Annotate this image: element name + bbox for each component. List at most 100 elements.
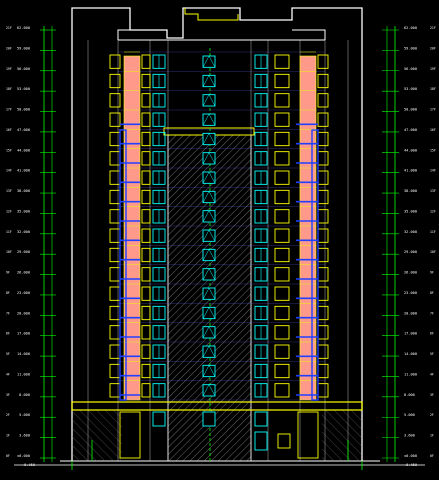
right-window-inner	[274, 247, 290, 263]
podium-cornice	[71, 401, 363, 411]
right-floor-number: 10F	[430, 250, 436, 254]
right-floor-number: 8F	[430, 291, 434, 295]
core-window-diag	[208, 171, 216, 184]
core-window	[202, 364, 216, 378]
left-level-label: 47.000	[17, 128, 30, 132]
right-window-outer	[317, 209, 329, 224]
left-level-label: 44.000	[17, 148, 30, 152]
left-floor-number: 15F	[6, 148, 12, 152]
right-floor-number: 12F	[430, 209, 436, 213]
core-window-diag	[202, 133, 210, 145]
right-level-label: 32.000	[404, 230, 417, 234]
left-floor-number: 1F	[6, 434, 10, 438]
right-level-label: 50.000	[404, 108, 417, 112]
right-window-outer	[317, 73, 329, 89]
core-window-diag	[202, 55, 210, 68]
core-window-diag	[202, 229, 210, 242]
left-window-outer	[109, 363, 121, 379]
left-floor-number: 12F	[6, 209, 12, 213]
right-window-outer	[317, 363, 329, 379]
left-floor-number: 0F	[6, 454, 10, 458]
left-window-outer	[109, 93, 121, 108]
building-facade	[14, 7, 425, 470]
right-window-inner	[274, 189, 290, 205]
right-floor-number: 7F	[430, 311, 434, 315]
left-window-outer	[109, 267, 121, 282]
right-level-label: 59.000	[404, 46, 417, 50]
left-window-outer	[109, 73, 121, 89]
right-window-inner	[274, 112, 290, 127]
right-window-inner	[274, 228, 290, 243]
left-floor-number: 19F	[6, 67, 12, 71]
left-level-label: 5.000	[19, 413, 30, 417]
left-level-label: 53.000	[17, 87, 30, 91]
core-window-diag	[208, 113, 216, 126]
right-level-label: ±0.000	[404, 454, 417, 458]
core-window	[202, 326, 216, 339]
left-window-outer	[109, 189, 121, 205]
left-level-scale: 62.00021F59.00020F56.00019F53.00018F50.0…	[6, 26, 56, 467]
left-floor-number: 18F	[6, 87, 12, 91]
right-window-inner	[274, 170, 290, 185]
core-window-diag	[202, 152, 210, 165]
left-window-outer	[109, 325, 121, 340]
entrance-left	[119, 411, 141, 459]
left-level-label: ±0.000	[17, 454, 30, 458]
right-window-inner	[274, 363, 290, 379]
right-level-label: 38.000	[404, 189, 417, 193]
right-level-label: 35.000	[404, 209, 417, 213]
right-window-inner	[274, 286, 290, 301]
core-window	[202, 287, 216, 300]
right-window-inner	[274, 73, 290, 89]
core-window-diag	[208, 152, 216, 165]
right-floor-number: 16F	[430, 128, 436, 132]
left-floor-number: 7F	[6, 311, 10, 315]
left-floor-number: 17F	[6, 108, 12, 112]
right-floor-number: 21F	[430, 26, 436, 30]
right-window-inner	[274, 383, 290, 398]
left-window-outer	[109, 286, 121, 301]
right-window-inner	[274, 131, 290, 147]
core-window-diag	[208, 133, 216, 145]
core-window	[202, 210, 216, 223]
right-window-outer	[317, 247, 329, 263]
core-window-diag	[202, 268, 210, 281]
left-window-inner	[141, 286, 151, 301]
core-window	[202, 94, 216, 107]
right-floor-number: 15F	[430, 148, 436, 152]
core-window-diag	[202, 171, 210, 184]
right-window-outer	[317, 305, 329, 321]
left-level-label: 3.600	[19, 434, 30, 438]
right-level-label: 17.000	[404, 332, 417, 336]
left-level-label: 62.000	[17, 26, 30, 30]
core-window-diag	[208, 229, 216, 242]
left-window-outer	[109, 228, 121, 243]
right-level-label: 44.000	[404, 148, 417, 152]
left-window-outer	[109, 131, 121, 147]
right-window-inner	[274, 54, 290, 69]
right-window-outer	[317, 54, 329, 69]
left-window-inner	[141, 228, 151, 243]
left-window-inner	[141, 247, 151, 263]
right-level-label: 62.000	[404, 26, 417, 30]
right-door	[254, 431, 268, 451]
left-level-label: 14.000	[17, 352, 30, 356]
left-window-outer	[109, 151, 121, 166]
right-level-label: 23.000	[404, 291, 417, 295]
right-floor-number: 11F	[430, 230, 436, 234]
left-floor-number: 4F	[6, 372, 10, 376]
left-window-inner	[141, 267, 151, 282]
left-window-inner	[141, 131, 151, 147]
left-level-label: 50.000	[17, 108, 30, 112]
right-window-inner	[274, 325, 290, 340]
left-floor-number: 10F	[6, 250, 12, 254]
left-level-label: 20.000	[17, 311, 30, 315]
roof-step-left	[117, 29, 130, 40]
left-level-label: 17.000	[17, 332, 30, 336]
left-level-label: 23.000	[17, 291, 30, 295]
core-window-diag	[202, 113, 210, 126]
right-level-label: 14.000	[404, 352, 417, 356]
core-window-diag	[202, 210, 210, 223]
left-floor-number: 14F	[6, 169, 12, 173]
